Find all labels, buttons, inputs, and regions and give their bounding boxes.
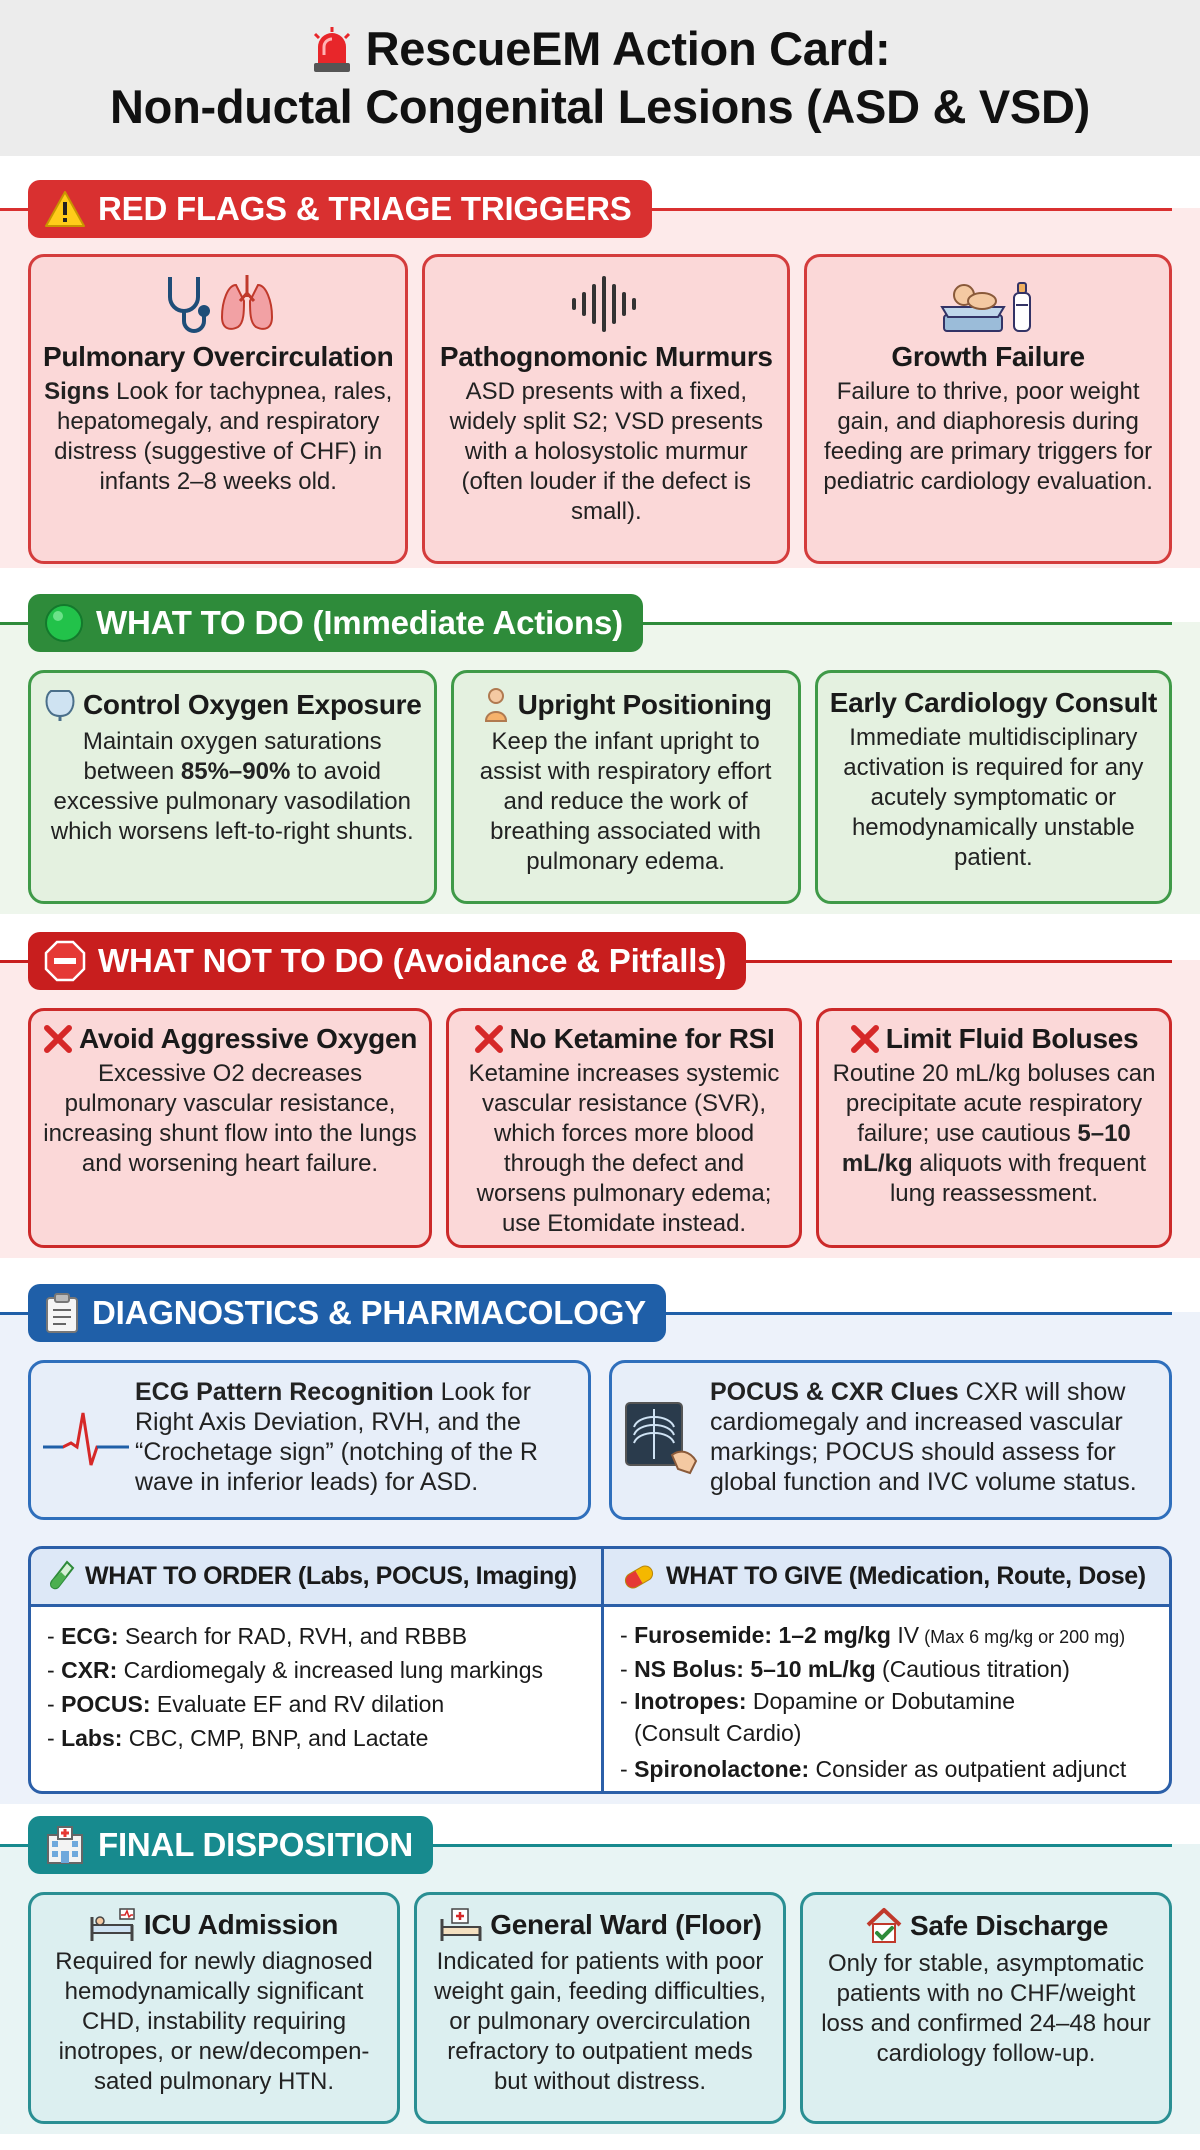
list-item: - Furosemide: 1–2 mg/kg IV (Max 6 mg/kg … [620, 1622, 1126, 1648]
home-check-icon [866, 1908, 902, 1943]
disposition-header: FINAL DISPOSITION [28, 1816, 434, 1874]
diagnostics-header: DIAGNOSTICS & PHARMACOLOGY [28, 1284, 666, 1342]
list-item: - POCUS: Evaluate EF and RV dilation [47, 1691, 445, 1717]
warning-icon [45, 191, 85, 227]
what-to-order-header: WHAT TO ORDER (Labs, POCUS, Imaging) [31, 1549, 601, 1607]
icu-admission-card: ICU Admission Required for newly diagnos… [28, 1892, 400, 2124]
safe-discharge-card: Safe Discharge Only for stable, asymptom… [800, 1892, 1172, 2124]
x-mark-icon [850, 1025, 879, 1053]
infant-icon [484, 688, 507, 722]
list-item: - Inotropes: Dopamine or Dobutamine(Cons… [620, 1688, 1015, 1746]
test-tube-icon [49, 1559, 75, 1589]
general-ward-card: General Ward (Floor) Indicated for patie… [414, 1892, 786, 2124]
early-cardiology-consult-card: Early Cardiology Consult Immediate multi… [814, 670, 1172, 904]
stethoscope-lungs-icon [168, 275, 274, 333]
list-item: - ECG: Search for RAD, RVH, and RBBB [47, 1623, 468, 1649]
pathognomonic-murmurs-card: Pathognomonic Murmurs ASD presents with … [422, 254, 791, 564]
icu-bed-icon [90, 1908, 135, 1941]
control-oxygen-card: Control Oxygen Exposure Maintain oxygen … [28, 670, 437, 904]
what-not-to-do-section: WHAT NOT TO DO (Avoidance & Pitfalls) Av… [0, 932, 1200, 1258]
hospital-icon [47, 1826, 83, 1864]
what-not-to-do-header: WHAT NOT TO DO (Avoidance & Pitfalls) [28, 932, 747, 990]
list-item: - Labs: CBC, CMP, BNP, and Lactate [47, 1725, 429, 1751]
clipboard-icon [46, 1293, 78, 1333]
what-to-do-header: WHAT TO DO (Immediate Actions) [28, 594, 643, 652]
pulmonary-overcirculation-card: Pulmonary Overcirculation Signs Look for… [28, 254, 409, 564]
baby-scale-bottle-icon [940, 282, 1032, 332]
diagnostics-section: DIAGNOSTICS & PHARMACOLOGY ECG Pattern R… [0, 1284, 1200, 1804]
page-title: RescueEM Action Card: Non-ductal Congeni… [110, 22, 1090, 133]
red-flags-section: RED FLAGS & TRIAGE TRIGGERS Pulmonary Ov… [0, 180, 1200, 568]
upright-positioning-card: Upright Positioning Keep the infant upri… [450, 670, 801, 904]
give-list: - Furosemide: 1–2 mg/kg IV (Max 6 mg/kg … [604, 1607, 1169, 1791]
ecg-pattern-card: ECG Pattern Recognition Look for Right A… [28, 1360, 591, 1520]
what-to-do-section: WHAT TO DO (Immediate Actions) Control O… [0, 594, 1200, 914]
no-ketamine-card: No Ketamine for RSI Ketamine increases s… [446, 1008, 803, 1248]
xray-icon [625, 1402, 698, 1475]
siren-icon [313, 27, 350, 72]
oxygen-mask-icon [45, 690, 75, 721]
x-mark-icon [44, 1025, 72, 1053]
pocus-cxr-card: POCUS & CXR Clues CXR will show cardiome… [609, 1360, 1172, 1520]
avoid-aggressive-oxygen-card: Avoid Aggressive Oxygen Excessive O2 dec… [28, 1008, 433, 1248]
stop-sign-icon [44, 940, 86, 982]
limit-fluid-boluses-card: Limit Fluid Boluses Routine 20 mL/kg bol… [816, 1008, 1172, 1248]
list-item: - CXR: Cardiomegaly & increased lung mar… [47, 1657, 543, 1683]
disposition-section: FINAL DISPOSITION ICU Admission Required… [0, 1816, 1200, 2134]
red-flags-header: RED FLAGS & TRIAGE TRIGGERS [28, 180, 652, 238]
ecg-waveform-icon [43, 1412, 129, 1466]
hospital-bed-icon [440, 1908, 482, 1941]
what-to-give-header: WHAT TO GIVE (Medication, Route, Dose) [604, 1549, 1169, 1607]
order-list: - ECG: Search for RAD, RVH, and RBBB - C… [31, 1607, 601, 1791]
sound-wave-icon [572, 276, 637, 332]
x-mark-icon [474, 1025, 503, 1053]
list-item: - Spironolactone: Consider as outpatient… [620, 1756, 1127, 1782]
header: RescueEM Action Card: Non-ductal Congeni… [0, 0, 1200, 156]
growth-failure-card: Growth Failure Failure to thrive, poor w… [804, 254, 1173, 564]
green-circle-icon [45, 604, 83, 642]
list-item: - NS Bolus: 5–10 mL/kg (Cautious titrati… [620, 1656, 1070, 1682]
pill-icon [624, 1565, 654, 1588]
order-give-table: WHAT TO ORDER (Labs, POCUS, Imaging) WHA… [28, 1546, 1172, 1794]
